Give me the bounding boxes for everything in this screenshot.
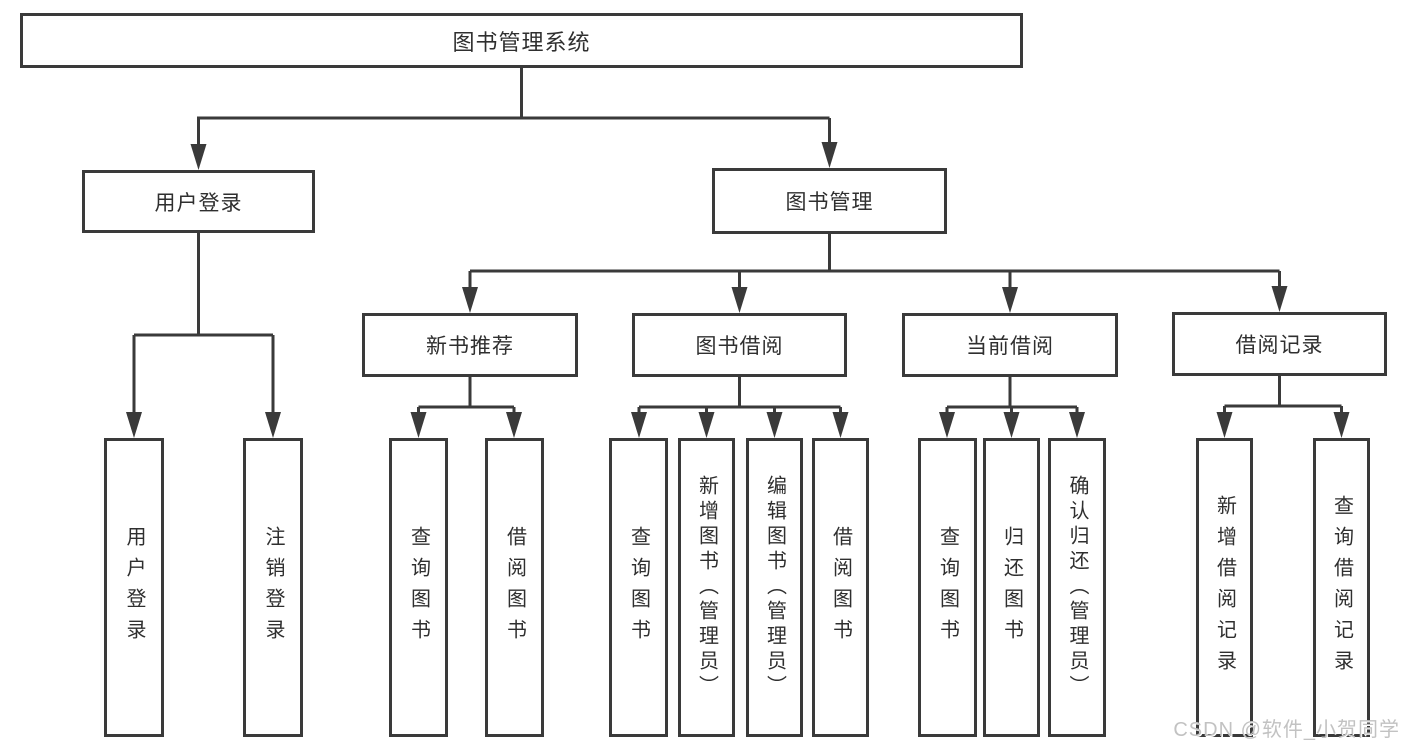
node-label: 新书推荐 [426, 335, 514, 358]
node-label: 图书借阅 [695, 335, 784, 358]
node-library-management-system: 图书管理系统 [20, 13, 1023, 68]
node-book-borrowing: 图书借阅 [632, 313, 847, 377]
leaf-label: 编辑图书（管理员） [763, 475, 786, 700]
node-user-login: 用户登录 [82, 170, 315, 233]
leaf-records-add-borrow-record: 新增借阅记录 [1196, 438, 1253, 737]
leaf-label: 查询图书 [407, 525, 430, 650]
node-label: 用户登录 [154, 191, 243, 215]
node-label: 图书管理 [785, 191, 874, 214]
node-current-borrowing: 当前借阅 [902, 313, 1118, 377]
leaf-label: 查询图书 [627, 525, 650, 650]
leaf-label: 借阅图书 [829, 525, 852, 650]
leaf-borrowing-add-books-admin: 新增图书（管理员） [678, 438, 735, 737]
node-new-book-recommendation: 新书推荐 [362, 313, 578, 377]
arrowheads [126, 142, 1350, 438]
leaf-label: 用户登录 [123, 525, 145, 650]
leaf-label: 归还图书 [1000, 525, 1023, 650]
node-label: 当前借阅 [966, 335, 1054, 358]
leaf-records-query-borrow-record: 查询借阅记录 [1313, 438, 1370, 737]
leaf-label: 新增借阅记录 [1213, 494, 1236, 681]
node-label: 借阅记录 [1235, 334, 1324, 357]
leaf-recommend-query-books: 查询图书 [389, 438, 448, 737]
leaf-borrowing-borrow-books: 借阅图书 [812, 438, 869, 737]
leaf-label: 确认归还（管理员） [1066, 475, 1088, 700]
leaf-current-confirm-return-admin: 确认归还（管理员） [1048, 438, 1106, 737]
leaf-borrowing-query-books: 查询图书 [609, 438, 668, 737]
leaf-current-query-books: 查询图书 [918, 438, 977, 737]
leaf-logout: 注销登录 [243, 438, 303, 737]
leaf-label: 查询图书 [936, 525, 959, 650]
node-book-management: 图书管理 [712, 168, 947, 234]
leaf-label: 查询借阅记录 [1330, 494, 1353, 681]
node-borrowing-records: 借阅记录 [1172, 312, 1387, 376]
leaf-recommend-borrow-books: 借阅图书 [485, 438, 544, 737]
leaf-label: 新增图书（管理员） [695, 475, 718, 700]
leaf-user-login: 用户登录 [104, 438, 164, 737]
leaf-current-return-books: 归还图书 [983, 438, 1040, 737]
watermark-csdn: CSDN @软件_小贺同学 [1173, 719, 1400, 741]
node-label: 图书管理系统 [452, 29, 591, 55]
leaf-label: 注销登录 [262, 525, 284, 650]
leaf-label: 借阅图书 [503, 525, 526, 650]
leaf-borrowing-edit-books-admin: 编辑图书（管理员） [746, 438, 803, 737]
